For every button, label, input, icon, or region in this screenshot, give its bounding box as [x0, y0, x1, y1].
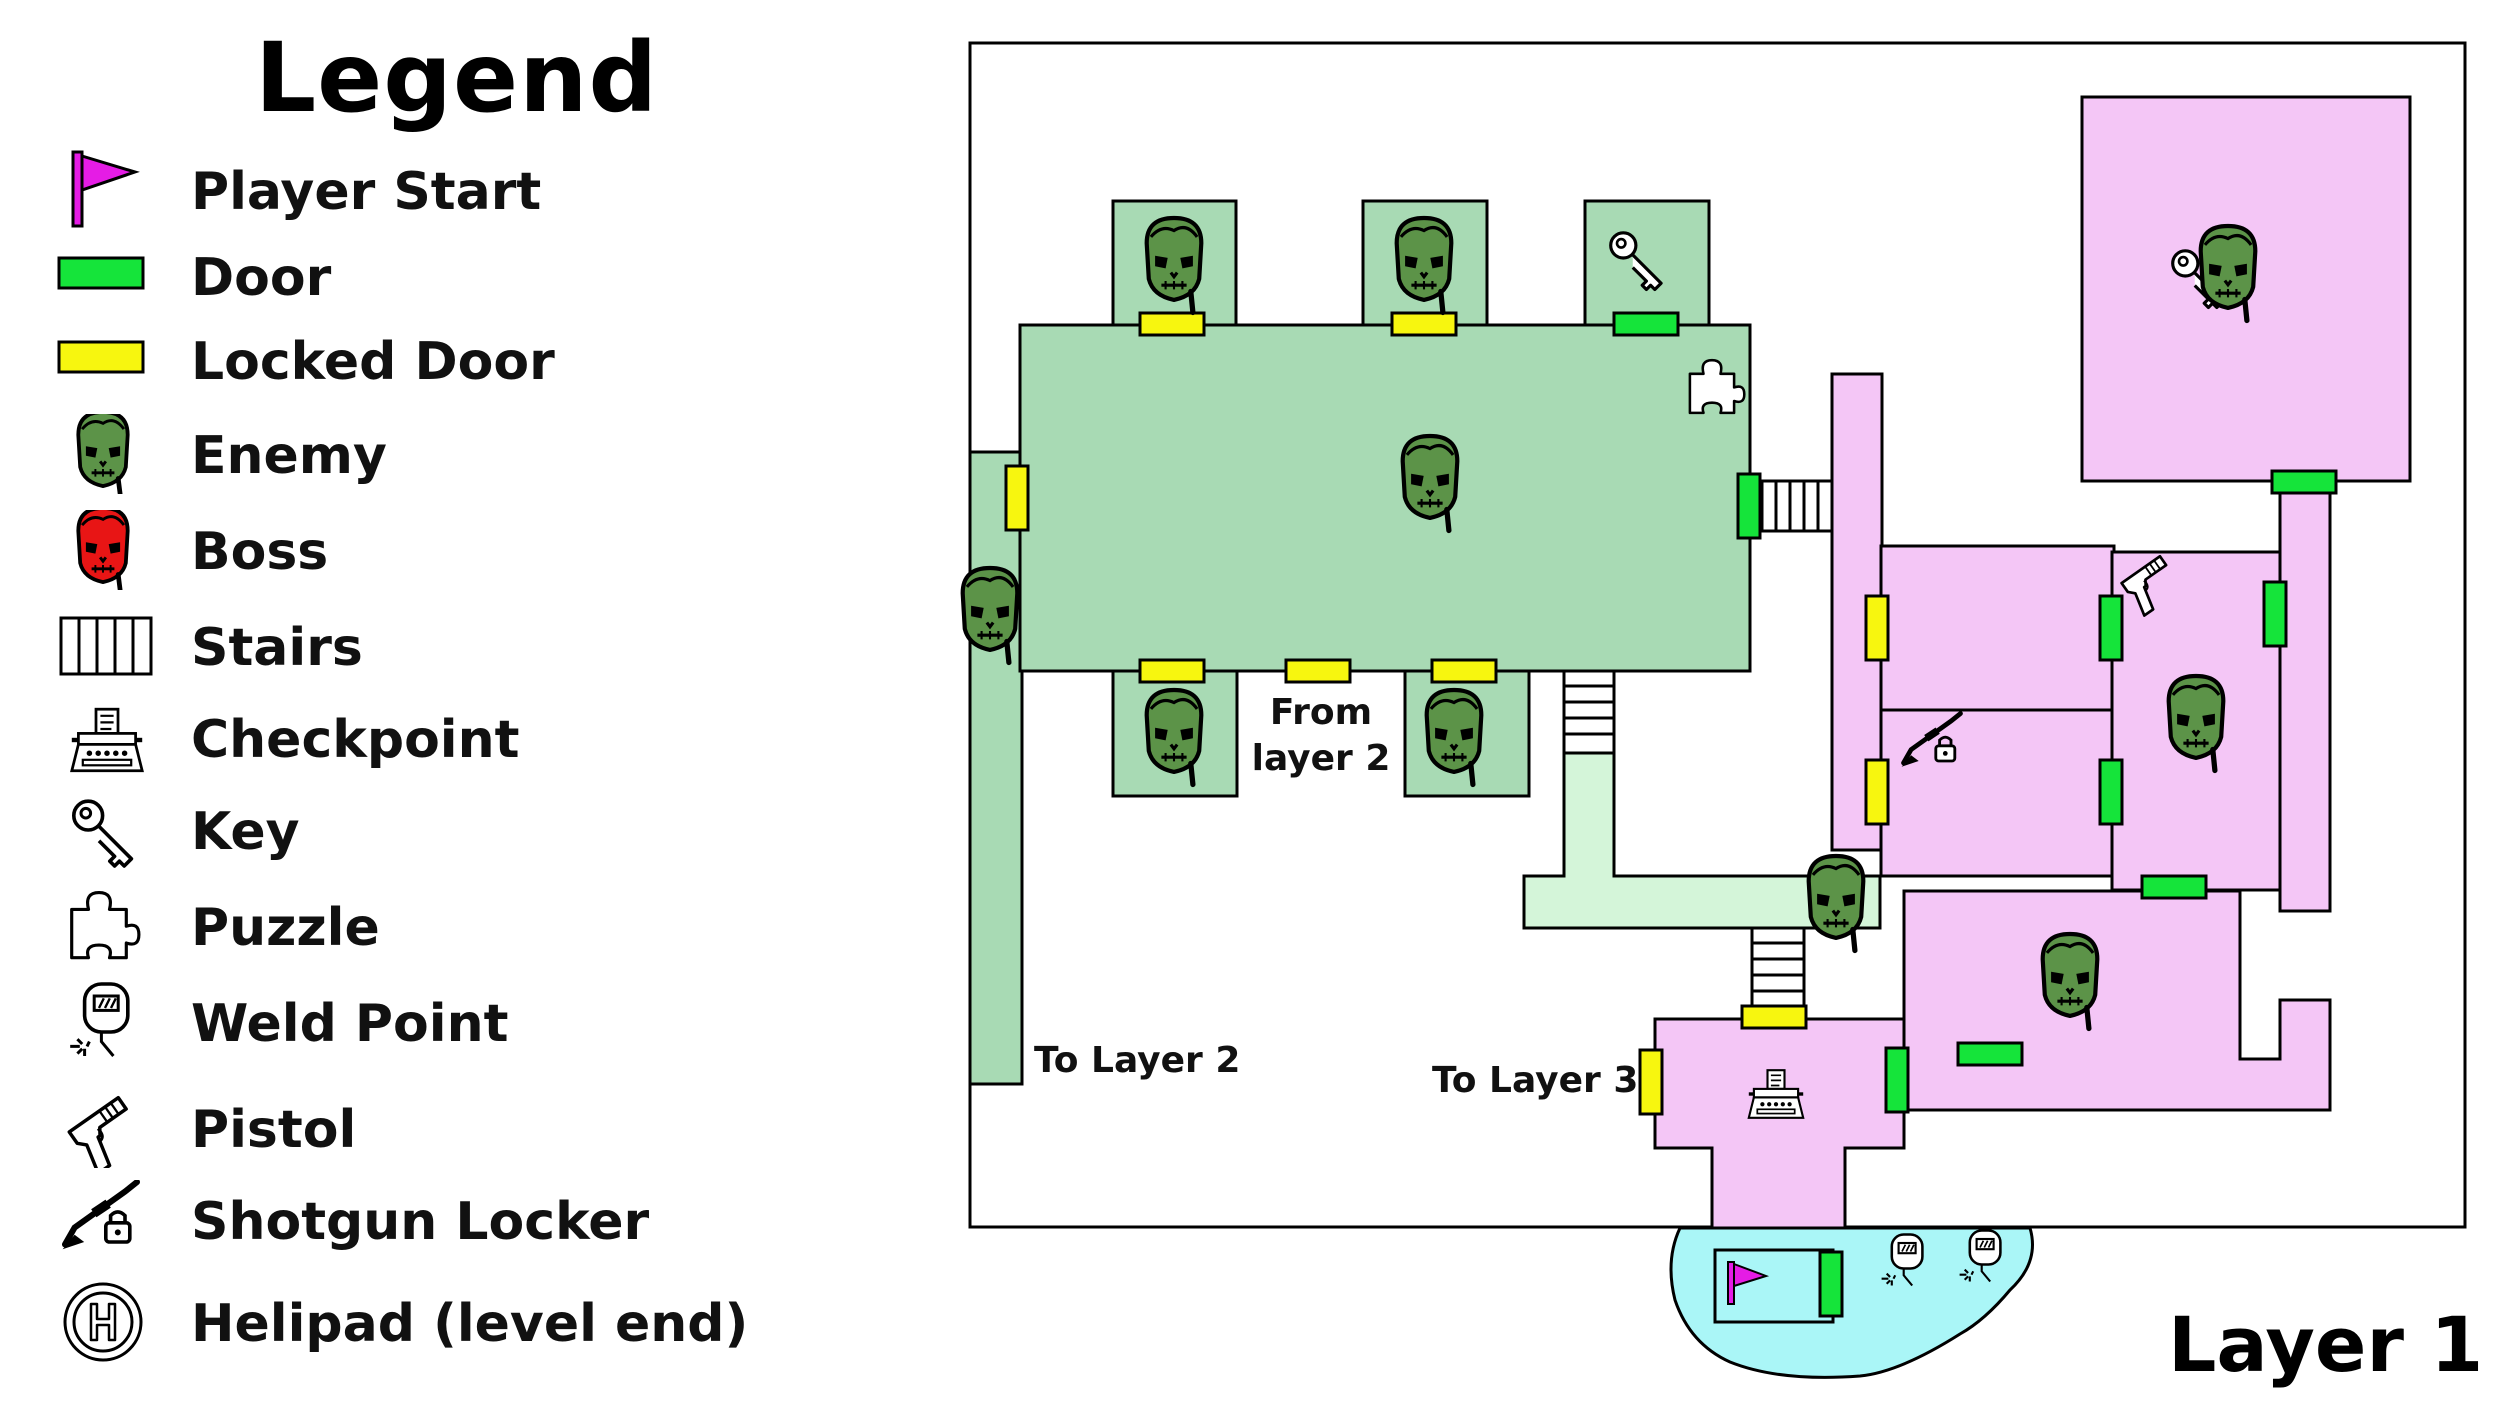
locked-door[interactable] [1864, 594, 1890, 662]
legend-item-door: Door [55, 236, 835, 316]
door[interactable] [1736, 472, 1762, 540]
legend-label: Weld Point [191, 994, 509, 1054]
locked-door[interactable] [1430, 658, 1498, 684]
door[interactable] [1956, 1041, 2024, 1067]
door[interactable] [1818, 1250, 1844, 1318]
puzzle-icon [70, 891, 141, 960]
legend-label: Stairs [191, 618, 363, 678]
door[interactable] [2098, 594, 2124, 662]
legend-label: Player Start [191, 162, 542, 222]
legend-item-checkpoint: Checkpoint [55, 698, 835, 778]
to-layer2-label: To Layer 2 [1034, 1040, 1240, 1081]
legend-title: Legend [255, 22, 659, 134]
stairs-east[interactable] [1760, 479, 1834, 533]
flag-icon [1727, 1261, 1770, 1305]
room-key-green [1583, 199, 1711, 328]
stairs-icon [59, 616, 153, 676]
to-layer3-label: To Layer 3 [1432, 1060, 1638, 1101]
legend-label: Boss [191, 522, 329, 582]
boss-icon [76, 510, 130, 590]
locked-door[interactable] [1638, 1048, 1664, 1116]
room-pink-upper [1879, 544, 2116, 713]
legend-item-weld-point: Weld Point [55, 982, 835, 1062]
layer-label: Layer 1 [2168, 1300, 2484, 1389]
legend-label: Enemy [191, 426, 387, 486]
door[interactable] [2140, 874, 2208, 900]
flag-icon [71, 150, 140, 228]
locked-door[interactable] [1864, 758, 1890, 826]
door[interactable] [1612, 311, 1680, 337]
locked-door-icon [57, 340, 145, 374]
from-layer2-label-line2: layer 2 [1252, 738, 1391, 779]
legend-label: Key [191, 802, 300, 862]
stairs-checkpoint[interactable] [1750, 926, 1806, 1012]
west-corridor [968, 450, 1024, 1086]
key-icon [71, 799, 134, 868]
helipad-icon [63, 1282, 143, 1362]
legend-item-helipad: Helipad (level end) [55, 1282, 835, 1362]
legend-item-player-start: Player Start [55, 150, 835, 230]
locked-door[interactable] [1284, 658, 1352, 684]
door[interactable] [2262, 580, 2288, 648]
east-corridor-right [2278, 479, 2332, 913]
door-icon [57, 256, 145, 290]
door[interactable] [1884, 1046, 1910, 1114]
legend-label: Checkpoint [191, 710, 520, 770]
locked-door[interactable] [1390, 311, 1458, 337]
locked-door[interactable] [1740, 1004, 1808, 1030]
stairs-hall-south[interactable] [1562, 669, 1616, 755]
locked-door[interactable] [1004, 464, 1030, 532]
door[interactable] [2270, 469, 2338, 495]
zombie-icon [76, 414, 130, 494]
legend-label: Pistol [191, 1100, 357, 1160]
locked-door[interactable] [1138, 658, 1206, 684]
legend-item-enemy: Enemy [55, 414, 835, 494]
room-shotgun [1879, 708, 2116, 878]
typewriter-icon [70, 707, 144, 773]
legend-item-locked-door: Locked Door [55, 320, 835, 400]
from-layer2-label-line1: From [1270, 692, 1372, 733]
legend-label: Locked Door [191, 332, 555, 392]
legend-label: Door [191, 248, 332, 308]
door[interactable] [2098, 758, 2124, 826]
weld-mask-icon [70, 982, 130, 1057]
pistol-icon [67, 1095, 128, 1168]
locked-door[interactable] [1138, 311, 1206, 337]
legend-label: Puzzle [191, 898, 380, 958]
legend-label: Shotgun Locker [191, 1192, 650, 1252]
legend-item-boss: Boss [55, 510, 835, 590]
shotgun-lock-icon [61, 1180, 141, 1250]
legend-item-puzzle: Puzzle [55, 886, 835, 966]
legend-item-stairs: Stairs [55, 606, 835, 686]
main-hall [1018, 323, 1752, 673]
legend-item-shotgun-locker: Shotgun Locker [55, 1180, 835, 1260]
legend-label: Helipad (level end) [191, 1294, 749, 1354]
legend-item-pistol: Pistol [55, 1088, 835, 1168]
legend-item-key: Key [55, 790, 835, 870]
